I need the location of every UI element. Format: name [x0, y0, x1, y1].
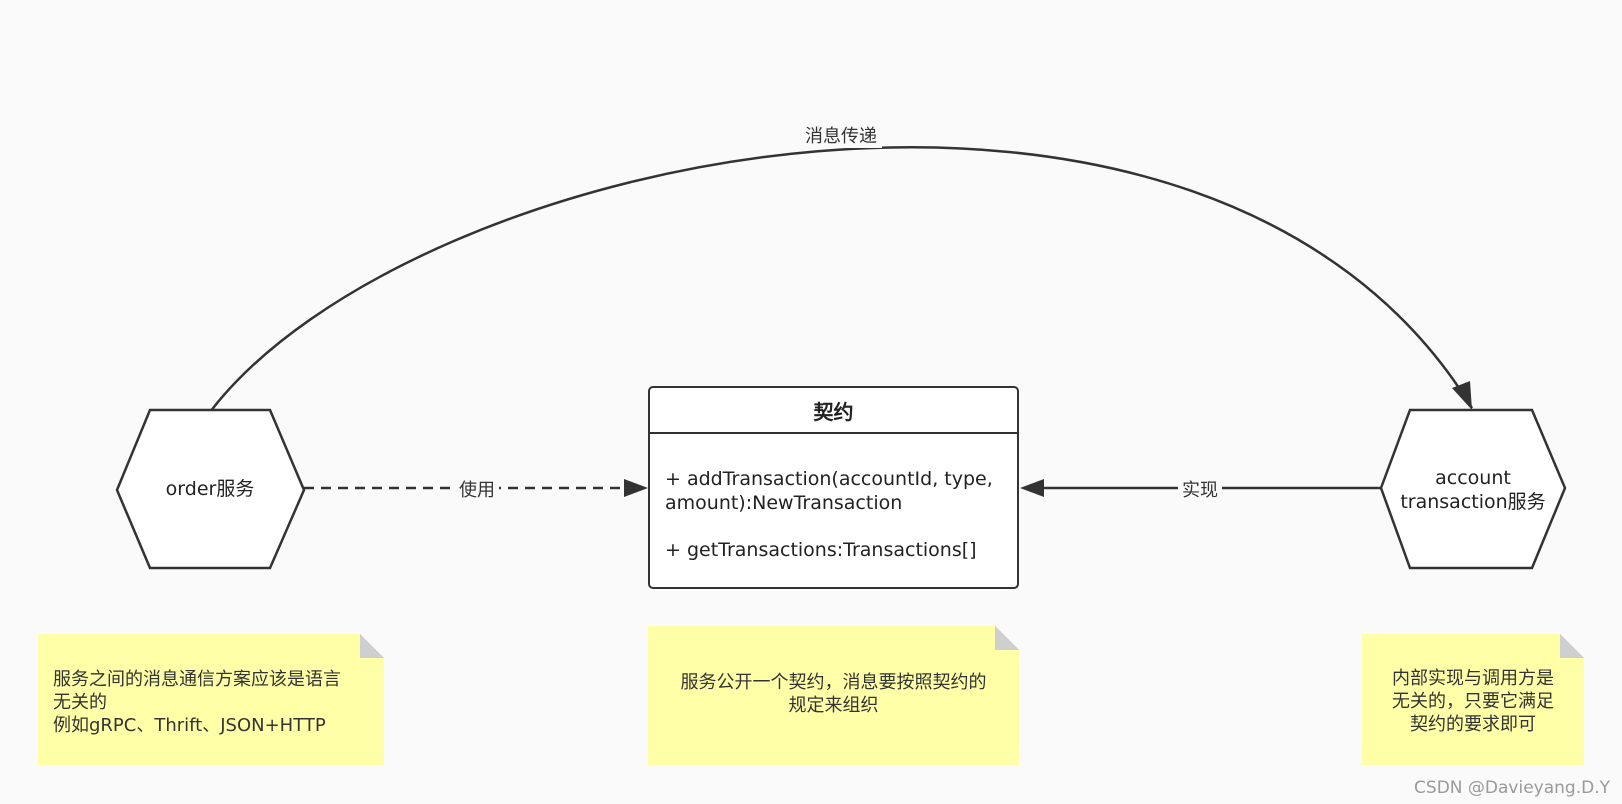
note-contract-exposed: 服务公开一个契约，消息要按照契约的 规定来组织	[648, 626, 1019, 765]
implements-arrowhead	[1020, 479, 1044, 497]
message-passing-arc	[209, 146, 1474, 413]
implements-label: 实现	[1182, 480, 1218, 501]
note-right-line2: 无关的，只要它满足	[1392, 691, 1554, 712]
note-language-agnostic-text: 服务之间的消息通信方案应该是语言 无关的 例如gRPC、Thrift、JSON+…	[53, 668, 341, 737]
message-passing-label-bg	[800, 122, 882, 148]
note-right-line3: 契约的要求即可	[1410, 714, 1536, 735]
implements-label-bg	[1178, 476, 1222, 502]
note-middle-line2: 规定来组织	[788, 695, 879, 716]
note-middle-line1: 服务公开一个契约，消息要按照契约的	[680, 672, 987, 693]
contract-title: 契约	[650, 388, 1017, 434]
account-service-label-line2: transaction服务	[1400, 491, 1546, 513]
note-left-line3: 例如gRPC、Thrift、JSON+HTTP	[53, 715, 326, 736]
contract-method-add-transaction-line2: amount):NewTransaction	[665, 492, 903, 514]
order-service-label: order服务	[150, 466, 270, 512]
note-language-agnostic: 服务之间的消息通信方案应该是语言 无关的 例如gRPC、Thrift、JSON+…	[38, 634, 384, 765]
order-service-label-text: order服务	[165, 478, 255, 500]
note-fold-corner	[995, 626, 1019, 650]
note-left-line2: 无关的	[53, 692, 107, 713]
contract-method-get-transactions: + getTransactions:Transactions[]	[665, 539, 977, 561]
account-service-hexagon[interactable]	[1379, 408, 1567, 570]
account-service-label: account transaction服务	[1392, 464, 1554, 516]
contract-method-add-transaction-line1: + addTransaction(accountId, type,	[665, 468, 993, 490]
note-left-line1: 服务之间的消息通信方案应该是语言	[53, 669, 341, 690]
order-service-hexagon[interactable]	[115, 408, 306, 570]
account-service-label-line1: account	[1435, 467, 1511, 489]
uses-arrowhead	[624, 479, 648, 497]
watermark: CSDN @Davieyang.D.Y	[1414, 778, 1610, 798]
uses-label-bg	[455, 476, 499, 502]
note-fold-corner	[1560, 634, 1584, 658]
note-fold-corner	[360, 634, 384, 658]
contract-method-add-transaction: + addTransaction(accountId, type, amount…	[665, 467, 1010, 515]
note-right-line1: 内部实现与调用方是	[1392, 668, 1554, 689]
note-implementation-independent: 内部实现与调用方是 无关的，只要它满足 契约的要求即可	[1362, 634, 1584, 765]
message-passing-arrowhead	[1452, 381, 1472, 410]
note-implementation-independent-text: 内部实现与调用方是 无关的，只要它满足 契约的要求即可	[1362, 667, 1584, 736]
uses-label: 使用	[459, 480, 495, 501]
contract-class-box[interactable]: 契约 + addTransaction(accountId, type, amo…	[648, 386, 1019, 589]
note-contract-exposed-text: 服务公开一个契约，消息要按照契约的 规定来组织	[648, 671, 1019, 717]
message-passing-label: 消息传递	[805, 126, 877, 147]
